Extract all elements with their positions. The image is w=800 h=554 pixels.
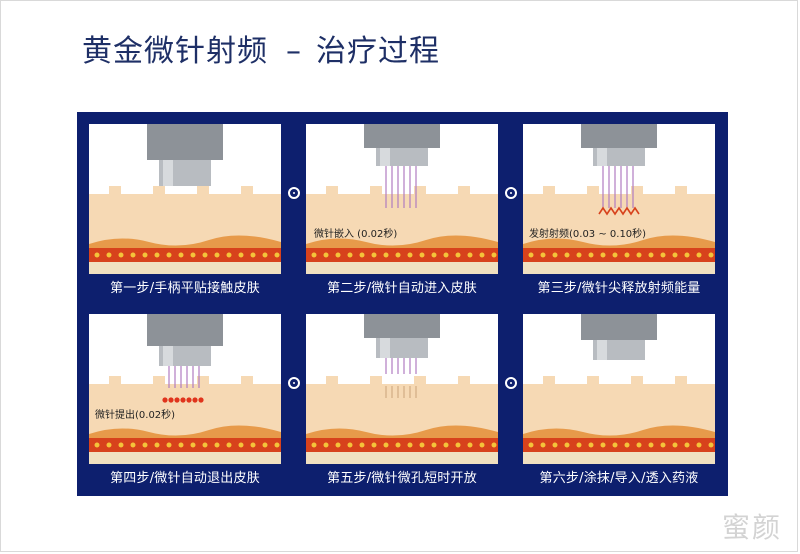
connector-dot bbox=[505, 187, 517, 199]
step-3-caption: 第三步/微针尖释放射频能量 bbox=[537, 281, 701, 296]
step-6-illustration bbox=[523, 314, 715, 464]
step-2-caption: 第二步/微针自动进入皮肤 bbox=[327, 281, 477, 296]
step-4-caption: 第四步/微针自动退出皮肤 bbox=[110, 471, 260, 486]
step-2-note: 微针嵌入 (0.02秒) bbox=[314, 227, 397, 240]
step-3-illustration: 发射射频(0.03 ~ 0.10秒) bbox=[523, 124, 715, 274]
step-3-note: 发射射频(0.03 ~ 0.10秒) bbox=[529, 227, 646, 240]
step-5-caption: 第五步/微针微孔短时开放 bbox=[327, 471, 477, 486]
step-6-caption: 第六步/涂抹/导入/透入药液 bbox=[539, 471, 699, 486]
step-2: 微针嵌入 (0.02秒) 第二步/微针自动进入皮肤 bbox=[300, 118, 504, 304]
step-2-illustration: 微针嵌入 (0.02秒) bbox=[306, 124, 498, 274]
slide-title: 黄金微针射频–治疗过程 bbox=[82, 26, 440, 70]
step-4: 微针提出(0.02秒) 第四步/微针自动退出皮肤 bbox=[83, 308, 287, 494]
connector-dot bbox=[288, 187, 300, 199]
step-1: 第一步/手柄平贴接触皮肤 bbox=[83, 118, 287, 304]
step-1-caption: 第一步/手柄平贴接触皮肤 bbox=[110, 281, 260, 296]
title-sub: 治疗过程 bbox=[316, 34, 440, 69]
connector-dot bbox=[505, 377, 517, 389]
title-main: 黄金微针射频 bbox=[82, 34, 268, 69]
treatment-steps-panel: 第一步/手柄平贴接触皮肤 微针嵌入 (0.02秒) 第二步/微针自动进入皮肤 bbox=[77, 112, 728, 496]
step-3: 发射射频(0.03 ~ 0.10秒) 第三步/微针尖释放射频能量 bbox=[517, 118, 721, 304]
step-4-illustration: 微针提出(0.02秒) bbox=[89, 314, 281, 464]
step-1-illustration bbox=[89, 124, 281, 274]
step-4-note: 微针提出(0.02秒) bbox=[95, 408, 175, 421]
step-5: 第五步/微针微孔短时开放 bbox=[300, 308, 504, 494]
connector-dot bbox=[288, 377, 300, 389]
step-5-illustration bbox=[306, 314, 498, 464]
step-6: 第六步/涂抹/导入/透入药液 bbox=[517, 308, 721, 494]
watermark: 蜜颜 bbox=[721, 511, 782, 544]
title-separator: – bbox=[286, 34, 302, 69]
